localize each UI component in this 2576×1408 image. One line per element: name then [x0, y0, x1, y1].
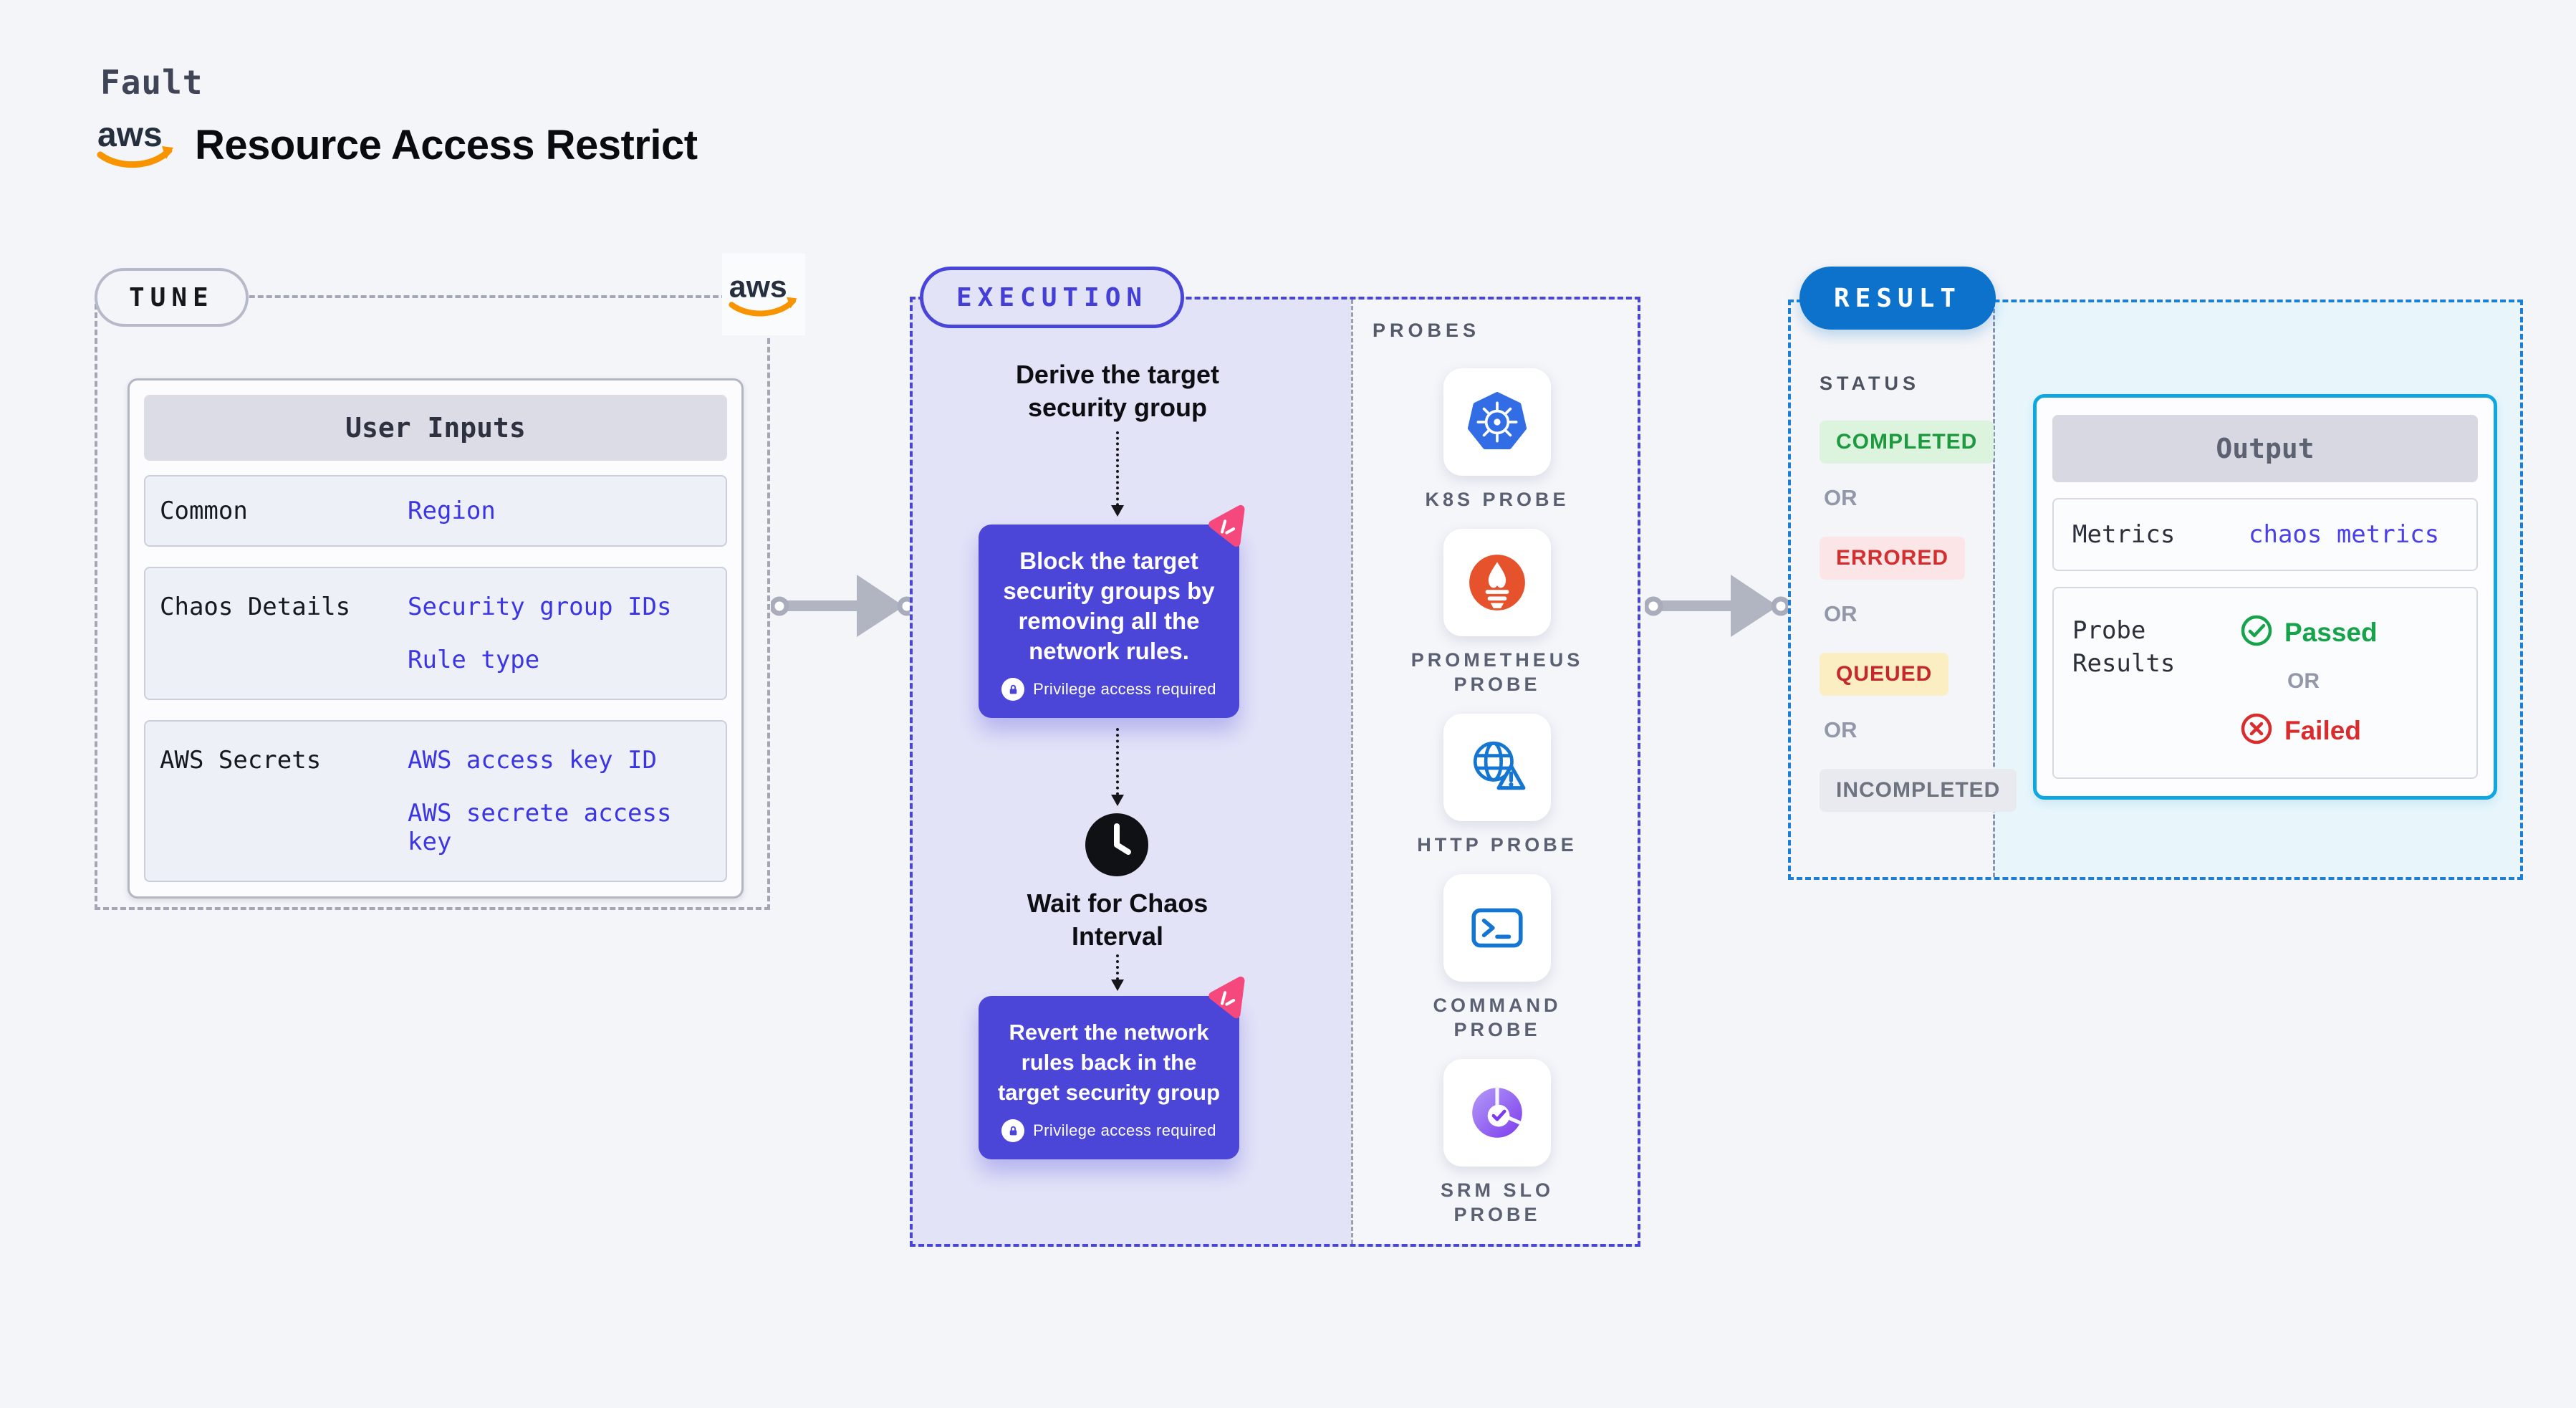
- svg-text:aws: aws: [97, 116, 163, 154]
- status-badge-completed: COMPLETED: [1820, 421, 1994, 464]
- row-label: Chaos Details: [160, 593, 351, 621]
- probe-item-command: COMMAND PROBE: [1404, 874, 1590, 1042]
- svg-text:aws: aws: [729, 270, 787, 305]
- output-card: Output Metrics chaos metrics Probe Resul…: [2033, 394, 2497, 800]
- status-badge-queued: QUEUED: [1820, 653, 1949, 696]
- chaos-triangle-icon: [1203, 503, 1254, 557]
- probes-heading: PROBES: [1373, 320, 1481, 341]
- or-label: OR: [1824, 485, 1857, 510]
- probe-item-srm-slo: SRM SLO PROBE: [1404, 1059, 1590, 1227]
- table-row-chaos-details: Chaos Details Security group IDs Rule ty…: [144, 567, 727, 700]
- status-heading: STATUS: [1820, 373, 1920, 394]
- probe-label: K8S PROBE: [1425, 489, 1570, 510]
- row-label: Common: [160, 497, 248, 525]
- arrow-down-icon: [1111, 728, 1124, 806]
- privilege-note-text: Privilege access required: [1033, 1121, 1216, 1139]
- user-inputs-card: User Inputs Common Region Chaos Details …: [128, 378, 744, 899]
- x-circle-icon: [2240, 712, 2273, 749]
- fault-eyebrow: Fault: [100, 63, 203, 102]
- revert-step-text: Revert the network rules back in the tar…: [997, 1020, 1221, 1105]
- kubernetes-icon: [1443, 368, 1551, 476]
- chaos-triangle-icon: [1203, 974, 1254, 1028]
- passed-label: Passed: [2284, 617, 2378, 647]
- row-value: Rule type: [408, 646, 540, 674]
- privilege-note: Privilege access required: [989, 1119, 1229, 1142]
- result-pill: RESULT: [1799, 267, 1996, 330]
- or-label: OR: [1824, 601, 1857, 626]
- output-title: Output: [2052, 415, 2478, 482]
- table-row-aws-secrets: AWS Secrets AWS access key ID AWS secret…: [144, 720, 727, 882]
- status-badge-errored: ERRORED: [1820, 537, 1966, 580]
- probe-label: PROMETHEUS PROBE: [1410, 649, 1584, 695]
- http-globe-warning-icon: [1443, 714, 1551, 821]
- aws-logo-small-icon: aws: [722, 254, 805, 335]
- or-label: OR: [2287, 669, 2320, 693]
- user-inputs-title: User Inputs: [144, 395, 727, 461]
- probe-item-k8s: K8S PROBE: [1404, 368, 1590, 512]
- execution-pill: EXECUTION: [920, 267, 1185, 328]
- metrics-label: Metrics: [2072, 520, 2176, 549]
- privilege-note: Privilege access required: [989, 678, 1229, 701]
- block-step-text: Block the target security groups by remo…: [1003, 547, 1215, 664]
- row-value: AWS secrete access key: [408, 799, 672, 856]
- tune-pill: TUNE: [95, 268, 249, 327]
- title-row: aws Resource Access Restrict: [96, 115, 698, 176]
- lock-icon: [1001, 678, 1025, 701]
- passed-line: Passed: [2240, 614, 2378, 651]
- row-value: Security group IDs: [408, 593, 672, 621]
- failed-line: Failed: [2240, 712, 2361, 749]
- metrics-value: chaos metrics: [2249, 520, 2440, 549]
- row-value: AWS access key ID: [408, 746, 657, 775]
- probe-label: HTTP PROBE: [1417, 834, 1577, 856]
- probe-item-prometheus: PROMETHEUS PROBE: [1404, 529, 1590, 696]
- check-circle-icon: [2240, 614, 2273, 651]
- output-row-probe-results: Probe Results Passed OR: [2052, 587, 2478, 779]
- row-value: Region: [408, 497, 496, 525]
- block-step-box: Block the target security groups by remo…: [979, 504, 1245, 718]
- probe-label: SRM SLO PROBE: [1440, 1179, 1554, 1225]
- clock-icon: [1083, 811, 1150, 882]
- probe-label: COMMAND PROBE: [1433, 995, 1562, 1040]
- tune-panel: [95, 295, 770, 910]
- aws-logo-icon: aws: [96, 115, 176, 176]
- slo-pie-check-icon: [1443, 1059, 1551, 1167]
- failed-label: Failed: [2284, 715, 2361, 745]
- revert-step-box: Revert the network rules back in the tar…: [979, 976, 1245, 1159]
- arrow-down-icon: [1111, 954, 1124, 991]
- table-row-common: Common Region: [144, 475, 727, 547]
- status-column: STATUS COMPLETED OR ERRORED OR QUEUED OR…: [1820, 373, 2017, 812]
- wait-step-text: Wait for Chaos Interval: [1027, 889, 1208, 951]
- lock-icon: [1001, 1119, 1025, 1142]
- terminal-icon: [1443, 874, 1551, 982]
- probe-results-label: Probe Results: [2072, 616, 2176, 678]
- output-row-metrics: Metrics chaos metrics: [2052, 498, 2478, 571]
- row-label: AWS Secrets: [160, 746, 322, 775]
- prometheus-icon: [1443, 529, 1551, 636]
- flow-connector-arrow: [771, 575, 914, 637]
- probe-item-http: HTTP PROBE: [1404, 714, 1590, 857]
- derive-step-text: Derive the target security group: [1015, 360, 1220, 422]
- arrow-down-icon: [1111, 431, 1124, 517]
- or-label: OR: [1824, 717, 1857, 742]
- status-badge-incompleted: INCOMPLETED: [1820, 769, 2017, 812]
- flow-connector-arrow: [1645, 575, 1788, 637]
- probe-list: K8S PROBE PROMETHEUS PROBE: [1354, 368, 1640, 1227]
- page-title: Resource Access Restrict: [195, 122, 698, 168]
- privilege-note-text: Privilege access required: [1033, 680, 1216, 698]
